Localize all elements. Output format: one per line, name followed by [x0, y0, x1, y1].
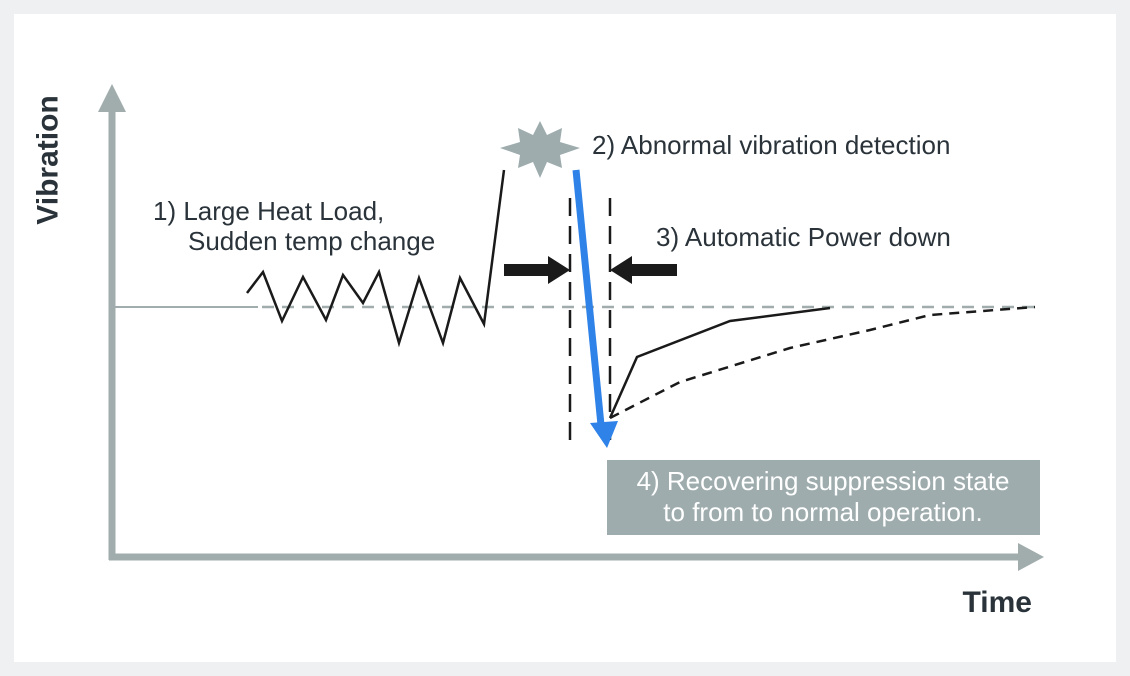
x-axis-arrowhead	[1018, 543, 1044, 571]
recovery-curve-with-suppression	[608, 306, 831, 419]
vibration-signal	[246, 169, 506, 348]
step3-label: 3) Automatic Power down	[656, 222, 951, 252]
step1-label-line1: 1) Large Heat Load,	[153, 196, 384, 226]
arrow-right-icon	[548, 256, 570, 284]
step1-label-line2: Sudden temp change	[188, 226, 435, 256]
power-down-drop-arrow	[572, 169, 605, 426]
step4-label-line2: to from to normal operation.	[663, 497, 982, 527]
y-axis-label: Vibration	[32, 95, 65, 224]
step4-label-line1: 4) Recovering suppression state	[637, 466, 1010, 496]
arrow-left-icon	[610, 256, 632, 284]
arrow-left-shaft	[630, 264, 677, 276]
arrow-right-shaft	[504, 264, 550, 276]
detection-burst-icon	[500, 121, 580, 178]
x-axis-label: Time	[963, 586, 1032, 619]
y-axis-arrowhead	[98, 84, 126, 112]
step2-label: 2) Abnormal vibration detection	[592, 130, 950, 160]
recovery-curve-without-suppression	[609, 305, 1036, 420]
power-down-drop-arrowhead	[590, 421, 618, 448]
step4-box	[607, 460, 1040, 535]
